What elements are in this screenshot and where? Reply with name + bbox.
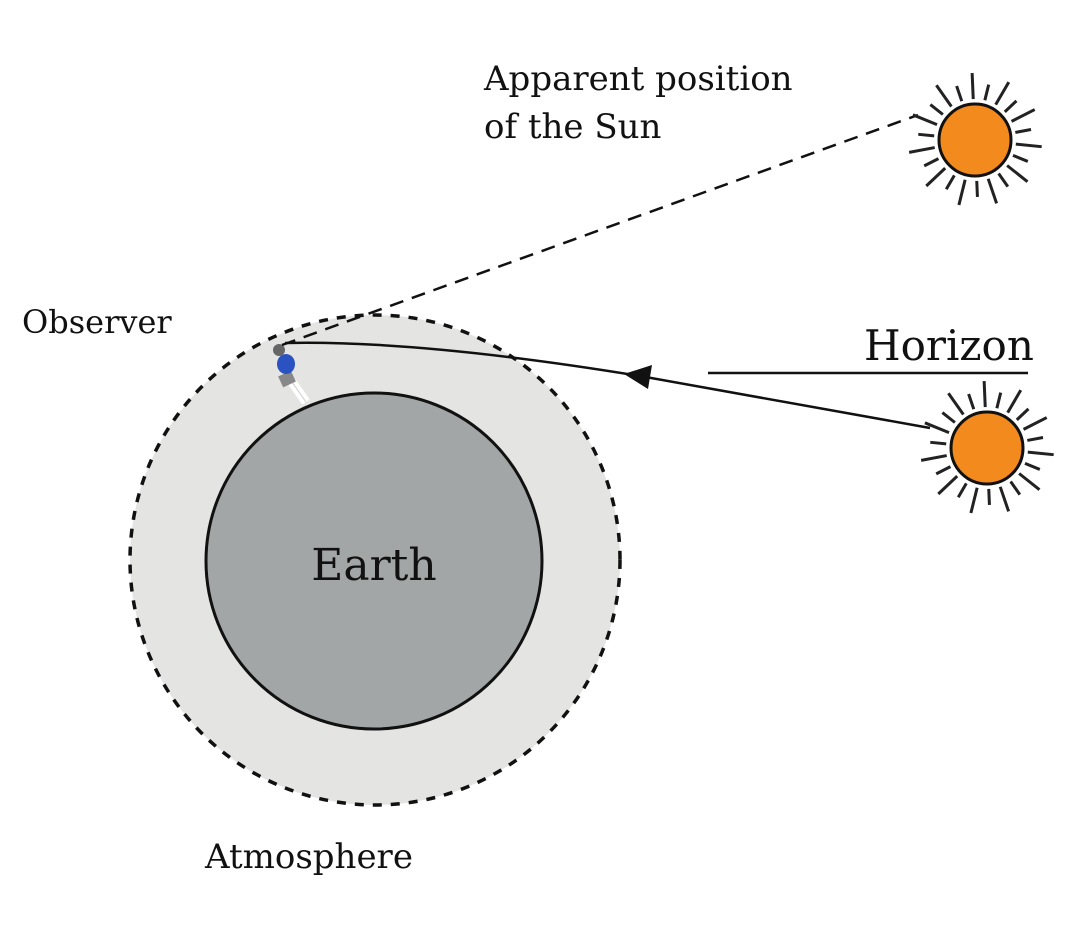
observer-figure [273,344,310,405]
sun-ray [1027,450,1054,457]
sun-ray [987,488,991,506]
sun-ray [982,380,987,408]
horizon-label: Horizon [864,321,1034,370]
sun-ray [935,465,952,476]
sun-ray [1012,154,1029,163]
sun-ray [930,440,947,446]
sun-ray [967,393,976,410]
sun-ray [935,84,953,108]
sun-ray [969,487,979,514]
sun-disc [937,102,1013,178]
sun-ray [947,392,965,416]
sun-ray [1018,472,1041,491]
earth-label: Earth [311,540,436,591]
sun-ray [929,103,944,116]
sun-ray [1015,407,1030,421]
sun-ray [998,486,1011,512]
sun-ray [1009,480,1022,496]
sun-ray [957,179,967,206]
sun-ray [924,421,950,434]
sun-ray [1006,389,1023,414]
sun-ray [1015,128,1032,134]
apparent-sun [908,72,1042,206]
sun-ray [956,482,968,498]
refracted-light-ray [284,341,931,430]
sun-ray [941,411,956,424]
ray-arrowhead [624,365,652,389]
apparent-position-label-line1: Apparent position [483,59,793,99]
sun-ray [908,146,935,154]
sun-ray [1003,99,1018,113]
sun-ray [1024,462,1041,471]
sun-ray [1022,416,1048,431]
apparent-position-label-line2: of the Sun [484,107,661,147]
sun-ray [995,392,1003,409]
sun-ray [955,85,964,102]
sun-ray [970,72,975,100]
sun-ray [997,172,1010,188]
sun-ray [975,180,979,198]
actual-sun [920,380,1054,514]
sun-ray [944,174,956,190]
sun-ray [925,167,947,188]
apparent-sight-line [281,113,919,347]
sun-ray [920,454,947,462]
sun-ray [1027,436,1044,442]
sun-ray [1010,108,1036,123]
sun-ray [983,84,991,101]
observer-label: Observer [22,303,172,341]
earth [204,391,544,731]
sun-ray [986,178,999,204]
sun-ray [1015,142,1042,149]
sun-ray [912,113,938,126]
sun-ray [1006,164,1029,183]
sun-ray [918,132,935,138]
sun-disc [949,410,1025,486]
sun-ray [994,81,1011,106]
sun-ray [923,157,940,168]
atmosphere-label: Atmosphere [204,837,413,877]
sun-ray [937,475,959,496]
